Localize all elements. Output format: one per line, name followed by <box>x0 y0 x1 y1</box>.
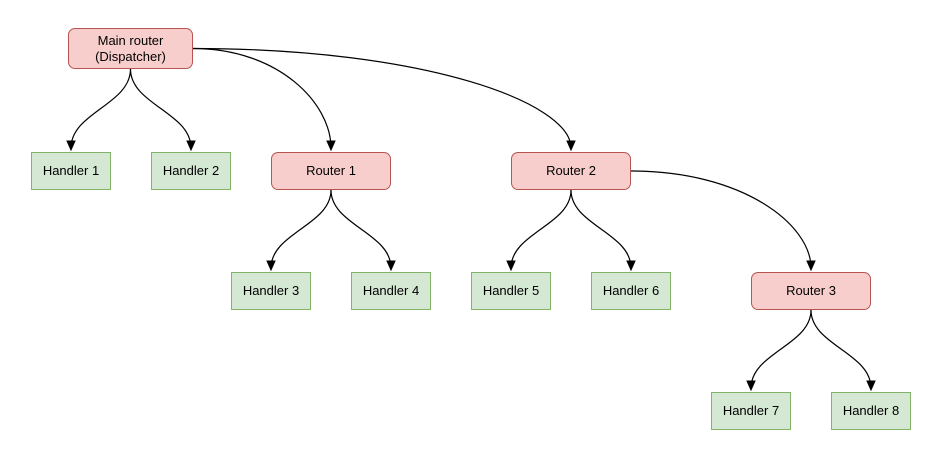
arrowhead <box>326 140 336 152</box>
edge-router1-to-handler4 <box>330 189 392 269</box>
arrowhead <box>506 260 516 272</box>
arrowhead <box>66 140 76 152</box>
arrowhead <box>266 260 276 272</box>
node-handler3[interactable]: Handler 3 <box>231 272 311 310</box>
node-label: Router 2 <box>546 163 596 178</box>
edge-router2-to-handler5 <box>510 189 572 269</box>
node-handler6[interactable]: Handler 6 <box>591 272 671 310</box>
node-label: Handler 1 <box>42 163 100 178</box>
edge-main-to-router1 <box>192 47 332 149</box>
arrowhead <box>626 260 636 272</box>
edge-router3-to-handler7 <box>750 309 812 389</box>
edge-router2-to-handler6 <box>570 189 632 269</box>
node-handler7[interactable]: Handler 7 <box>711 392 791 430</box>
node-handler2[interactable]: Handler 2 <box>151 152 231 190</box>
edge-main-to-handler1 <box>70 68 132 149</box>
node-main[interactable]: Main router (Dispatcher) <box>68 28 193 69</box>
node-handler4[interactable]: Handler 4 <box>351 272 431 310</box>
node-label: Main router (Dispatcher) <box>95 32 166 64</box>
node-router2[interactable]: Router 2 <box>511 152 631 190</box>
node-router1[interactable]: Router 1 <box>271 152 391 190</box>
node-label: Handler 5 <box>482 283 540 298</box>
node-label: Handler 2 <box>162 163 220 178</box>
node-handler1[interactable]: Handler 1 <box>31 152 111 190</box>
node-handler5[interactable]: Handler 5 <box>471 272 551 310</box>
edge-router1-to-handler3 <box>270 189 332 269</box>
arrowhead <box>386 260 396 272</box>
node-label: Handler 8 <box>842 403 900 418</box>
node-label: Handler 3 <box>242 283 300 298</box>
node-handler8[interactable]: Handler 8 <box>831 392 911 430</box>
edge-main-to-handler2 <box>129 68 192 149</box>
edge-router2-to-router3 <box>630 170 812 269</box>
arrowhead <box>746 380 756 392</box>
arrowhead <box>866 380 876 392</box>
node-router3[interactable]: Router 3 <box>751 272 871 310</box>
node-label: Handler 7 <box>722 403 780 418</box>
arrowhead <box>806 260 816 272</box>
arrowhead <box>566 140 576 152</box>
node-label: Handler 4 <box>362 283 420 298</box>
node-label: Handler 6 <box>602 283 660 298</box>
arrowhead <box>186 140 196 152</box>
node-label: Router 1 <box>306 163 356 178</box>
edge-router3-to-handler8 <box>810 309 872 389</box>
edge-main-to-router2 <box>192 47 572 149</box>
node-label: Router 3 <box>786 283 836 298</box>
